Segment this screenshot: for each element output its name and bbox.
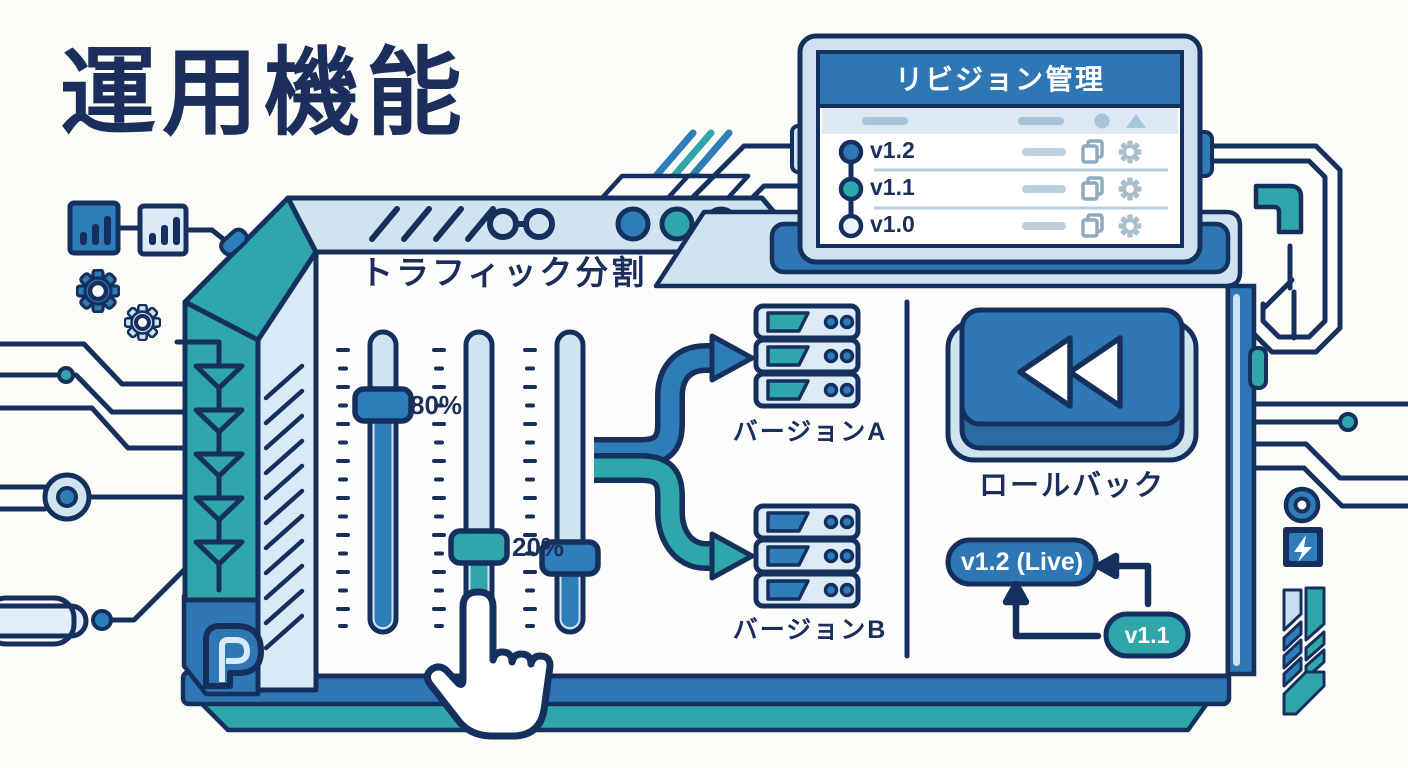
gear-icons <box>1118 140 1142 238</box>
slider-1-value: 80% <box>410 390 463 420</box>
commit-dot-v10[interactable] <box>838 213 864 239</box>
version-a-label: バージョンA <box>732 418 888 446</box>
split-arrow-teal <box>594 453 755 581</box>
server-screens-blue <box>766 511 810 601</box>
top-bar-hatch <box>369 206 496 242</box>
gear-icon-blue <box>76 269 120 313</box>
server-screens-teal <box>766 311 810 401</box>
machine-right-edge <box>1225 283 1257 677</box>
server-leds <box>823 314 855 398</box>
slider-handle-3[interactable] <box>539 539 601 577</box>
top-decoration <box>651 129 733 181</box>
copy-icon[interactable] <box>1081 218 1099 238</box>
server-stack-a <box>753 303 861 409</box>
slider-handle-2[interactable] <box>448 528 510 566</box>
slider-ticks <box>336 348 537 628</box>
bar-chart-icon-light <box>137 203 189 257</box>
live-version-badge <box>945 537 1099 587</box>
previous-version-badge <box>1103 611 1191 659</box>
circuit-ring-core <box>56 486 78 508</box>
revision-row-v1.0[interactable]: v1.0 <box>870 211 915 237</box>
window-dot-2[interactable] <box>659 206 695 242</box>
donut-hole <box>1293 496 1311 514</box>
revision-row-v1.1[interactable]: v1.1 <box>870 174 915 200</box>
revision-panel-title: リビジョン管理 <box>894 64 1105 95</box>
commit-dot-v11[interactable] <box>838 176 864 202</box>
previous-badge-text: v1.1 <box>1124 622 1170 648</box>
copy-icon[interactable] <box>1081 144 1099 164</box>
circuit-bar-outline <box>0 595 77 647</box>
version-b-label: バージョンB <box>732 616 888 644</box>
revision-panel <box>790 33 1214 265</box>
circuit-node-blue <box>91 609 113 631</box>
slider-handle-1[interactable] <box>352 386 414 424</box>
circuit-node-teal-right <box>1338 412 1358 432</box>
server-stack-b <box>753 503 861 609</box>
revision-row-v1.2[interactable]: v1.2 <box>870 137 915 163</box>
slider-2-value: 20% <box>512 532 565 562</box>
teal-elbow-pipe <box>1253 183 1304 235</box>
window-dot-1[interactable] <box>615 206 651 242</box>
gear-icon-light <box>124 304 161 341</box>
rollback-arrows <box>1002 552 1152 640</box>
teal-connector-tab <box>1248 346 1268 390</box>
right-circuit-decoration <box>1209 143 1408 509</box>
copy-icon[interactable] <box>1081 181 1099 201</box>
lightning-icon <box>1283 527 1323 567</box>
page-title: 運用機能 <box>60 40 468 147</box>
commit-dot-v12[interactable] <box>838 139 864 165</box>
slider-fill-1 <box>374 405 392 627</box>
traffic-split-title: トラフィック分割 <box>360 254 648 291</box>
hand-cursor <box>423 588 554 740</box>
subheader-glyphs <box>862 113 1146 129</box>
roof-tab <box>219 227 249 257</box>
circuit-node-teal <box>57 366 75 384</box>
traffic-sliders <box>336 329 601 635</box>
circuit-bar <box>0 603 89 639</box>
funnel-chain-decoration <box>174 339 245 593</box>
bevel-hatch <box>263 363 305 651</box>
live-badge-text: v1.2 (Live) <box>960 548 1084 576</box>
revision-header <box>816 50 1184 108</box>
rollback-label: ロールバック <box>978 470 1165 502</box>
link-icon <box>487 208 555 240</box>
logo-p <box>203 623 264 689</box>
left-circuit-decoration <box>0 341 189 623</box>
machine-right-stripe <box>1233 294 1240 666</box>
chevron-stripes <box>1282 586 1326 716</box>
rewind-icon <box>1017 335 1123 409</box>
split-arrow-blue <box>594 333 755 467</box>
machine-bevel <box>255 249 319 693</box>
server-leds <box>823 514 855 598</box>
row-widgets <box>1022 139 1142 238</box>
bar-chart-icon-filled <box>67 200 121 256</box>
rollback-button[interactable] <box>945 307 1199 463</box>
